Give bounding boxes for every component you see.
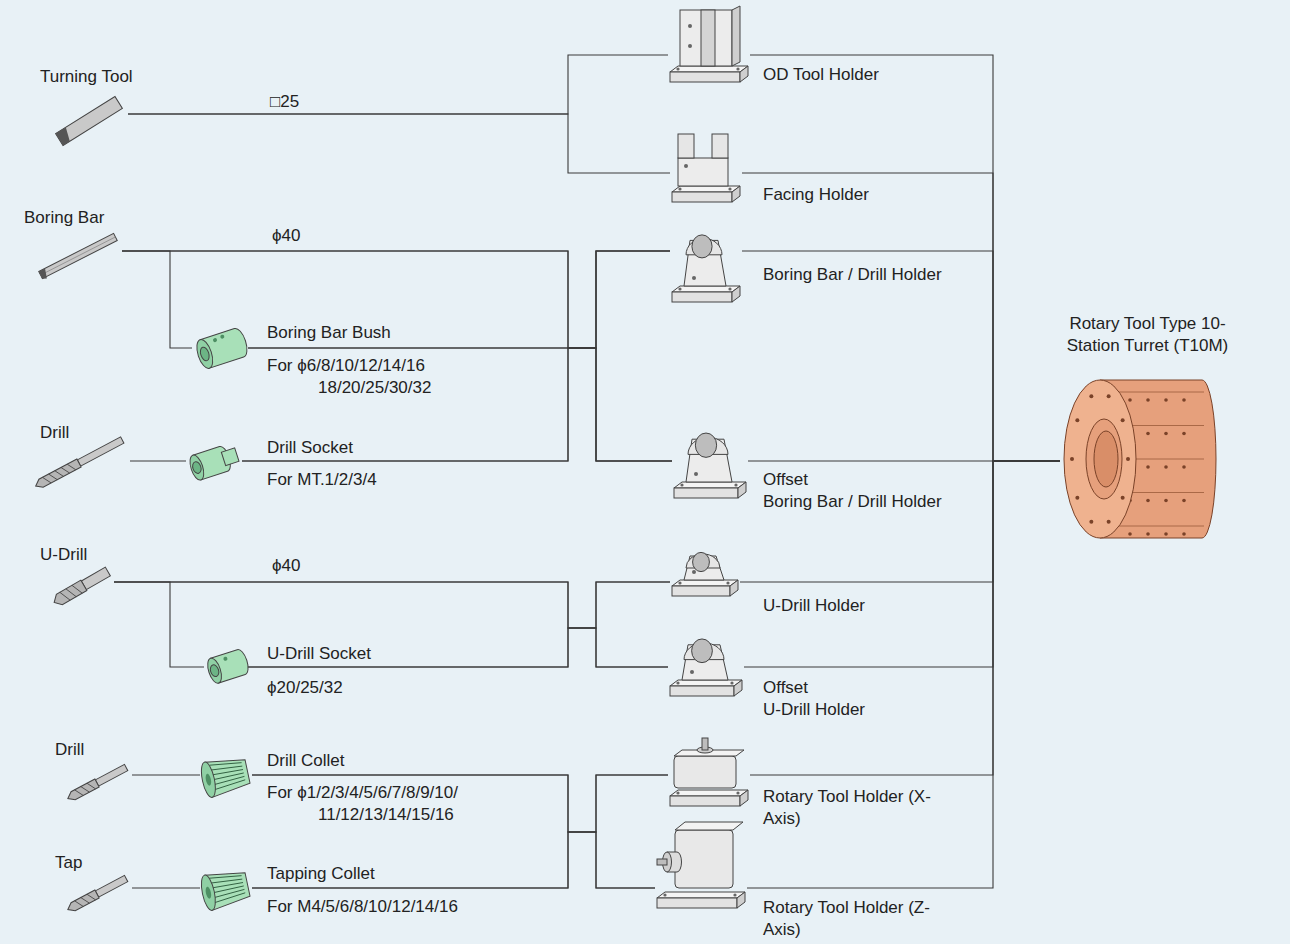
bush-figure bbox=[192, 322, 248, 376]
turret-label: Rotary Tool Type 10-Station Turret (T10M… bbox=[1045, 313, 1250, 357]
tool-node: U-Drill bbox=[48, 560, 114, 614]
connector-line bbox=[132, 774, 200, 775]
holder-label: Offset U-Drill Holder bbox=[763, 677, 978, 721]
bbh-figure bbox=[668, 626, 744, 700]
bore-figure bbox=[34, 224, 122, 288]
connector-line bbox=[122, 251, 192, 348]
connector-line bbox=[122, 251, 672, 461]
connector-line bbox=[242, 251, 670, 461]
collet-figure bbox=[200, 866, 252, 912]
holder-node: Offset U-Drill Holder bbox=[668, 626, 744, 700]
connector-line bbox=[248, 251, 670, 348]
holder-node: Boring Bar / Drill Holder bbox=[670, 222, 742, 306]
spec-text: For MT.1/2/3/4 bbox=[267, 469, 377, 491]
turn-figure bbox=[50, 90, 128, 152]
rotx-figure bbox=[668, 736, 750, 810]
accessory-label: U-Drill Socket bbox=[267, 643, 371, 665]
holder-label: Rotary Tool Holder (Z-Axis) bbox=[763, 897, 938, 941]
connector-line bbox=[132, 887, 200, 888]
accessory-node: Tapping ColletFor M4/5/6/8/10/12/14/16 bbox=[200, 866, 252, 912]
accessory-label: Drill Collet bbox=[267, 750, 344, 772]
holder-label: Offset Boring Bar / Drill Holder bbox=[763, 469, 978, 513]
tool-node: Tap bbox=[62, 868, 132, 920]
connector-line bbox=[128, 114, 670, 173]
connector-line bbox=[248, 348, 672, 461]
rotz-figure bbox=[655, 820, 747, 912]
holder-label: U-Drill Holder bbox=[763, 595, 865, 617]
spec-text: For ϕ6/8/10/12/14/16 18/20/25/30/32 bbox=[267, 355, 477, 399]
connector-line bbox=[114, 582, 204, 667]
tool-node: Drill bbox=[28, 428, 130, 498]
bbh-figure bbox=[670, 222, 742, 306]
connector-line bbox=[750, 461, 1060, 775]
tool-label: Turning Tool bbox=[40, 66, 133, 88]
drill2-figure bbox=[62, 758, 132, 808]
connector-line bbox=[744, 461, 1060, 667]
bbh-figure bbox=[672, 420, 748, 502]
bbh-figure bbox=[670, 540, 740, 600]
connector-line bbox=[742, 173, 1060, 461]
connector-line bbox=[128, 55, 668, 114]
dimension-label: □25 bbox=[268, 92, 301, 112]
connector-line bbox=[750, 55, 1060, 461]
tool-label: Drill bbox=[55, 739, 84, 761]
face-figure bbox=[670, 126, 742, 206]
tap-figure bbox=[62, 868, 132, 920]
holder-label: OD Tool Holder bbox=[763, 64, 879, 86]
socket-figure bbox=[186, 437, 242, 487]
holder-node: Offset Boring Bar / Drill Holder bbox=[672, 420, 748, 502]
tool-label: Drill bbox=[40, 422, 69, 444]
holder-label: Boring Bar / Drill Holder bbox=[763, 264, 942, 286]
dimension-label: ϕ40 bbox=[270, 226, 302, 246]
connector-line bbox=[740, 461, 1060, 582]
holder-node: Rotary Tool Holder (X-Axis) bbox=[668, 736, 750, 810]
tool-node: Drill bbox=[62, 758, 132, 808]
connector-line bbox=[252, 832, 655, 888]
connector-line bbox=[248, 582, 670, 667]
holder-label: Rotary Tool Holder (X-Axis) bbox=[763, 786, 938, 830]
tool-node: Turning Tool bbox=[50, 90, 128, 152]
tool-label: U-Drill bbox=[40, 544, 87, 566]
holder-node: Facing Holder bbox=[670, 126, 742, 206]
accessory-label: Tapping Collet bbox=[267, 863, 375, 885]
connector-line bbox=[114, 582, 670, 628]
collet-figure bbox=[200, 753, 252, 799]
spec-text: For M4/5/6/8/10/12/14/16 bbox=[267, 896, 458, 918]
dimension-label: ϕ40 bbox=[270, 556, 302, 576]
turret-node: Rotary Tool Type 10-Station Turret (T10M… bbox=[1060, 376, 1216, 542]
holder-node: Rotary Tool Holder (Z-Axis) bbox=[655, 820, 747, 912]
turret-figure bbox=[1060, 376, 1216, 542]
connector-line bbox=[252, 775, 655, 888]
spec-text: For ϕ1/2/3/4/5/6/7/8/9/10/ 11/12/13/14/1… bbox=[267, 782, 547, 826]
spec-text: ϕ20/25/32 bbox=[267, 677, 343, 699]
connector-line bbox=[114, 582, 668, 667]
accessory-node: Drill ColletFor ϕ1/2/3/4/5/6/7/8/9/10/ 1… bbox=[200, 753, 252, 799]
connector-line bbox=[122, 251, 670, 348]
tool-label: Boring Bar bbox=[24, 207, 104, 229]
holder-node: OD Tool Holder bbox=[668, 6, 750, 86]
accessory-label: Boring Bar Bush bbox=[267, 322, 391, 344]
connector-line bbox=[130, 460, 186, 461]
connector-line bbox=[252, 775, 668, 832]
od-figure bbox=[668, 6, 750, 86]
connector-line bbox=[248, 628, 668, 667]
holder-node: U-Drill Holder bbox=[670, 540, 740, 600]
connector-line bbox=[742, 251, 1060, 461]
udrill-figure bbox=[48, 560, 114, 614]
connector-line bbox=[747, 461, 1060, 888]
tool-node: Boring Bar bbox=[34, 224, 122, 288]
accessory-label: Drill Socket bbox=[267, 437, 353, 459]
tool-label: Tap bbox=[55, 852, 82, 874]
holder-label: Facing Holder bbox=[763, 184, 869, 206]
accessory-node: Drill SocketFor MT.1/2/3/4 bbox=[186, 437, 242, 487]
accessory-node: Boring Bar BushFor ϕ6/8/10/12/14/16 18/2… bbox=[192, 322, 248, 376]
connector-line bbox=[252, 775, 668, 888]
connector-line bbox=[242, 348, 672, 461]
accessory-node: U-Drill Socketϕ20/25/32 bbox=[204, 644, 248, 690]
usock-figure bbox=[204, 644, 248, 690]
